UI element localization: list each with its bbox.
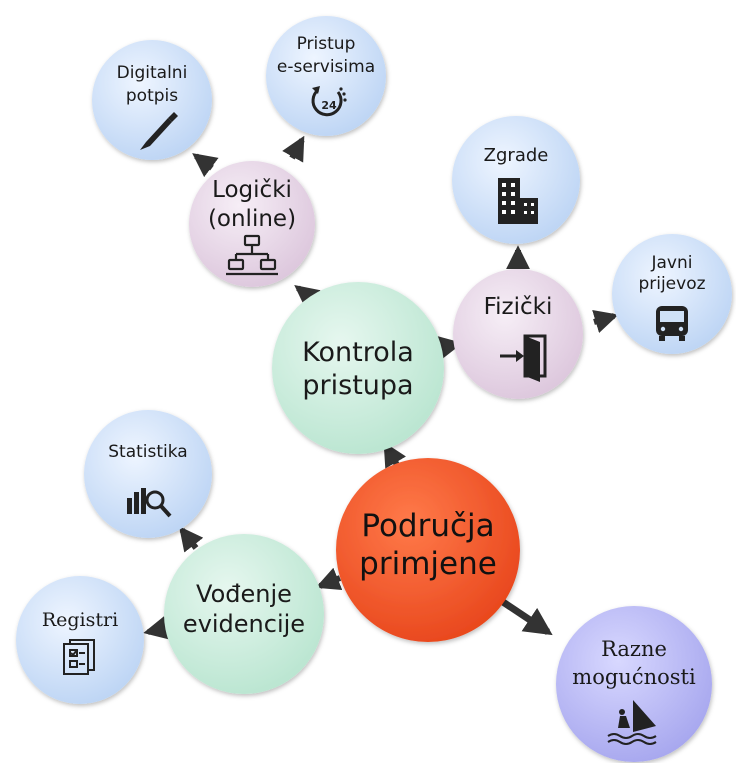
node-pristup-eservisima: Pristup e-servisima 24 [266, 16, 386, 136]
node-center-line2: primjene [359, 546, 497, 582]
statistics-search-icon [127, 488, 172, 518]
node-razne-circle [556, 606, 712, 762]
node-javni-prijevoz: Javni prijevoz [612, 234, 732, 354]
network-icon [226, 234, 278, 276]
door-exit-icon [500, 334, 547, 382]
node-logicki-circle [189, 161, 315, 287]
node-pristup-line1: Pristup [297, 34, 356, 54]
node-pristup-line2: e-servisima [277, 57, 375, 77]
arrow-center-to-razne [498, 597, 553, 636]
building-icon [498, 178, 538, 224]
node-vodenje-circle [164, 534, 324, 694]
bus-icon [656, 306, 688, 341]
node-fizicki: Fizički [453, 269, 583, 399]
node-zgrade: Zgrade [452, 116, 580, 244]
node-javni-line1: Javni [651, 253, 693, 273]
node-kontrola-line2: pristupa [302, 370, 413, 401]
node-razne-line1: Razne [601, 637, 667, 661]
node-digitalni-line1: Digitalni [117, 63, 188, 83]
arrow-vodenje-to-registri [143, 616, 170, 640]
node-logicki-line2: (online) [208, 206, 296, 232]
node-vodenje-evidencije: Vođenje evidencije [164, 534, 324, 694]
pen-icon [140, 112, 178, 150]
clock-24-icon: 24 [311, 86, 347, 117]
node-vodenje-line2: evidencije [183, 610, 305, 638]
node-digitalni-line2: potpis [126, 86, 178, 106]
node-javni-circle [612, 234, 732, 354]
arrow-logicki-to-digitalni [192, 153, 219, 178]
node-zgrade-line1: Zgrade [484, 145, 549, 166]
windsurfing-icon [607, 700, 657, 745]
node-fizicki-circle [453, 269, 583, 399]
arrow-vodenje-to-statistika [179, 526, 204, 553]
node-logicki-line1: Logički [212, 177, 292, 203]
node-center-line1: Područja [361, 508, 494, 544]
node-javni-line2: prijevoz [638, 274, 705, 294]
node-statistika-line1: Statistika [108, 442, 187, 462]
node-statistika: Statistika [84, 410, 212, 538]
node-statistika-circle [84, 410, 212, 538]
node-kontrola-line1: Kontrola [302, 337, 414, 368]
node-vodenje-line1: Vođenje [196, 580, 292, 608]
node-kontrola-pristupa: Kontrola pristupa [272, 282, 444, 454]
node-digitalni-circle [92, 40, 212, 160]
node-kontrola-circle [272, 282, 444, 454]
node-center-circle [336, 458, 520, 642]
svg-text:24: 24 [321, 99, 337, 112]
node-registri-line1: Registri [42, 609, 118, 631]
node-digitalni-potpis: Digitalni potpis [92, 40, 212, 160]
node-registri: Registri [16, 576, 144, 704]
arrow-logicki-to-pristup [282, 135, 305, 163]
node-fizicki-line1: Fizički [484, 294, 553, 320]
document-form-icon [63, 639, 95, 675]
node-pristup-circle [266, 16, 386, 136]
arrow-fizicki-to-javni [592, 310, 619, 334]
node-podrucja-primjene: Područja primjene [336, 458, 520, 642]
node-logicki: Logički (online) [189, 161, 315, 287]
node-razne-mogucnosti: Razne mogućnosti [556, 606, 712, 762]
node-razne-line2: mogućnosti [572, 665, 696, 689]
arrow-center-to-vodenje [315, 567, 343, 591]
